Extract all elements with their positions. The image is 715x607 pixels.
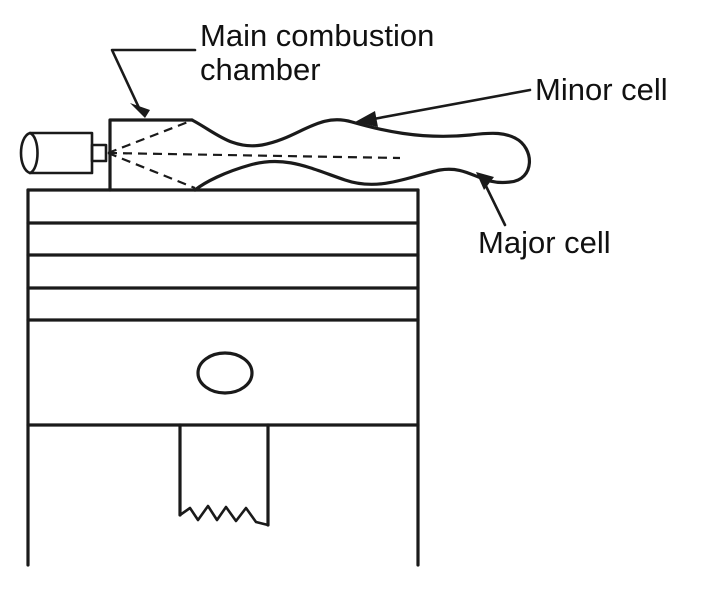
arrowhead-major: [476, 172, 494, 190]
spray-line-upper: [107, 120, 189, 155]
leader-line-minor: [366, 88, 532, 122]
leader-line-main: [110, 48, 197, 112]
label-minor-cell: Minor cell: [535, 72, 668, 107]
leader-major-cell: [476, 172, 507, 227]
piston: [26, 188, 420, 567]
connecting-rod: [178, 423, 270, 527]
cylinder-head: [26, 118, 194, 567]
leader-minor-cell: [355, 88, 532, 127]
leader-main-chamber: [110, 48, 197, 118]
fuel-spray: [107, 120, 401, 190]
label-main-chamber-line1: Main combustion: [200, 18, 434, 53]
arrowhead-minor: [355, 111, 378, 127]
label-major-cell: Major cell: [478, 225, 611, 260]
head-left-wall: [108, 118, 194, 192]
gudgeon-pin: [196, 351, 254, 395]
rod-break-line: [178, 504, 270, 527]
chamber-upper-contour: [190, 118, 517, 148]
spray-line-center: [107, 151, 401, 160]
injector-end-cap: [19, 131, 39, 175]
spray-line-lower: [107, 151, 196, 190]
injector: [19, 131, 108, 175]
leader-line-major: [481, 178, 507, 227]
injector-body: [28, 131, 94, 175]
injector-nozzle: [90, 143, 108, 163]
chamber-lower-contour: [193, 136, 531, 192]
arrowhead-main: [130, 103, 150, 118]
label-main-chamber-line2: chamber: [200, 52, 321, 87]
